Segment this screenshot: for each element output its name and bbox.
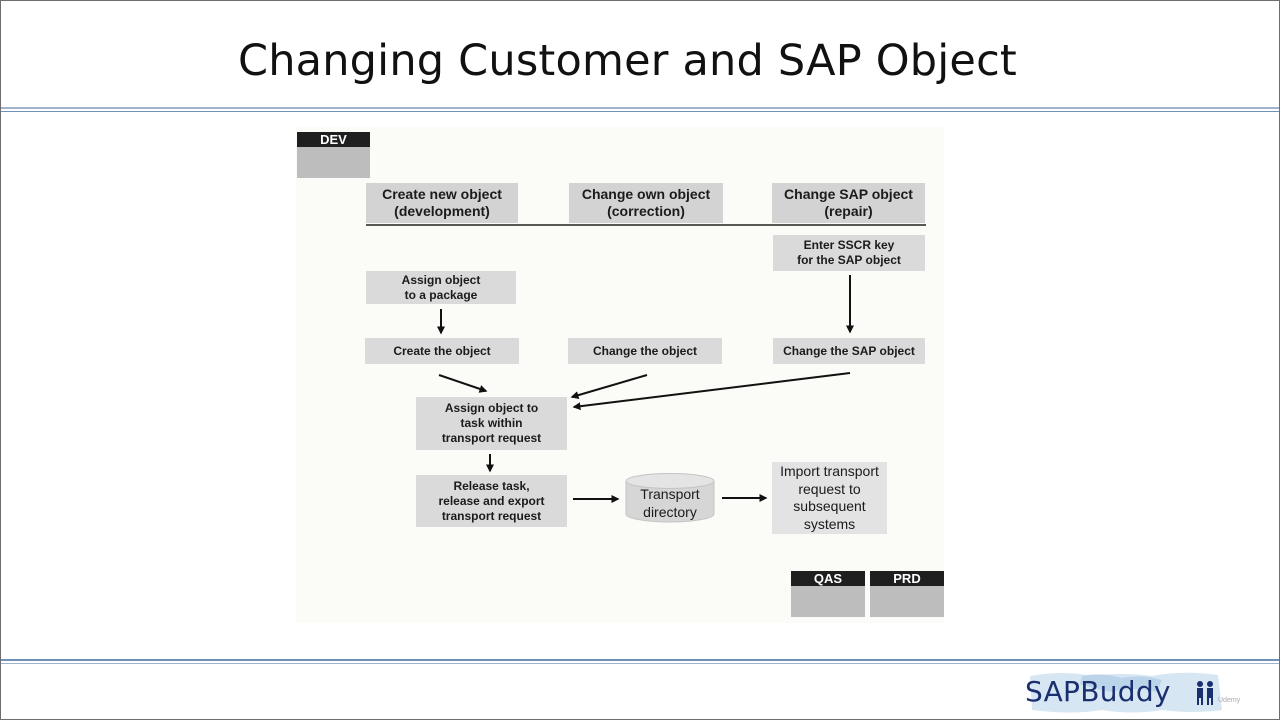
header-change-sap-line2: (repair) xyxy=(824,203,873,219)
step-release-line1: Release task, xyxy=(453,478,530,493)
step-assign-task-line2: task within xyxy=(460,416,523,430)
transport-directory-line2: directory xyxy=(643,503,697,520)
transport-directory-line1: Transport xyxy=(640,486,700,502)
logo-text: SAPBuddy xyxy=(1025,675,1171,708)
header-change-sap-object: Change SAP object (repair) xyxy=(772,183,925,223)
dev-system-box: DEV xyxy=(297,132,370,178)
step-assign-task: Assign object to task within transport r… xyxy=(416,397,567,450)
header-change-own-line2: (correction) xyxy=(607,203,685,219)
step-import-request: Import transport request to subsequent s… xyxy=(772,462,887,534)
qas-system-box: QAS xyxy=(791,571,865,617)
header-create-new-object: Create new object (development) xyxy=(366,183,518,223)
cylinder-shape xyxy=(625,473,715,523)
sapbuddy-logo: SAPBuddy Udemy xyxy=(1022,670,1258,716)
step-release-line3: transport request xyxy=(441,508,542,523)
top-divider xyxy=(1,107,1279,109)
step-enter-sscr-key: Enter SSCR key for the SAP object xyxy=(773,235,925,271)
logo-map-background xyxy=(1030,672,1222,713)
header-change-own-line1: Change own object xyxy=(581,185,711,202)
prd-system-label: PRD xyxy=(870,571,944,586)
step-import-line2: request to xyxy=(798,480,861,497)
header-create-line1: Create new object xyxy=(382,185,502,202)
step-assign-package-line1: Assign object xyxy=(401,272,481,287)
transport-directory-cylinder: Transport directory xyxy=(624,472,716,524)
step-change-object: Change the object xyxy=(568,338,722,364)
step-enter-sscr-line1: Enter SSCR key xyxy=(803,238,895,252)
step-release-export: Release task, release and export transpo… xyxy=(416,475,567,527)
bottom-divider-inner xyxy=(1,663,1279,664)
slide-title: Changing Customer and SAP Object xyxy=(238,36,1017,86)
step-create-object: Create the object xyxy=(365,338,519,364)
step-enter-sscr-line2: for the SAP object xyxy=(797,253,901,267)
header-create-line2: (development) xyxy=(394,203,490,219)
header-change-own-object: Change own object (correction) xyxy=(569,183,723,223)
qas-system-label: QAS xyxy=(791,571,865,586)
transport-directory-label: Transport directory xyxy=(624,486,716,521)
people-icon xyxy=(1197,681,1213,705)
step-assign-package-line2: to a package xyxy=(404,287,478,302)
top-divider-inner xyxy=(1,111,1279,112)
step-assign-task-line1: Assign object to xyxy=(444,401,539,415)
bottom-divider xyxy=(1,659,1279,661)
prd-system-box: PRD xyxy=(870,571,944,617)
step-assign-package: Assign object to a package xyxy=(366,271,516,304)
step-import-line1: Import transport xyxy=(780,463,879,479)
header-change-sap-line1: Change SAP object xyxy=(784,185,913,202)
step-change-sap-object: Change the SAP object xyxy=(773,338,925,364)
step-import-line4: systems xyxy=(803,515,856,532)
step-assign-task-line3: transport request xyxy=(441,431,542,445)
udemy-watermark: Udemy xyxy=(1218,697,1241,704)
step-release-line2: release and export xyxy=(438,493,545,508)
dev-system-label: DEV xyxy=(297,132,370,147)
step-import-line3: subsequent xyxy=(793,498,866,514)
